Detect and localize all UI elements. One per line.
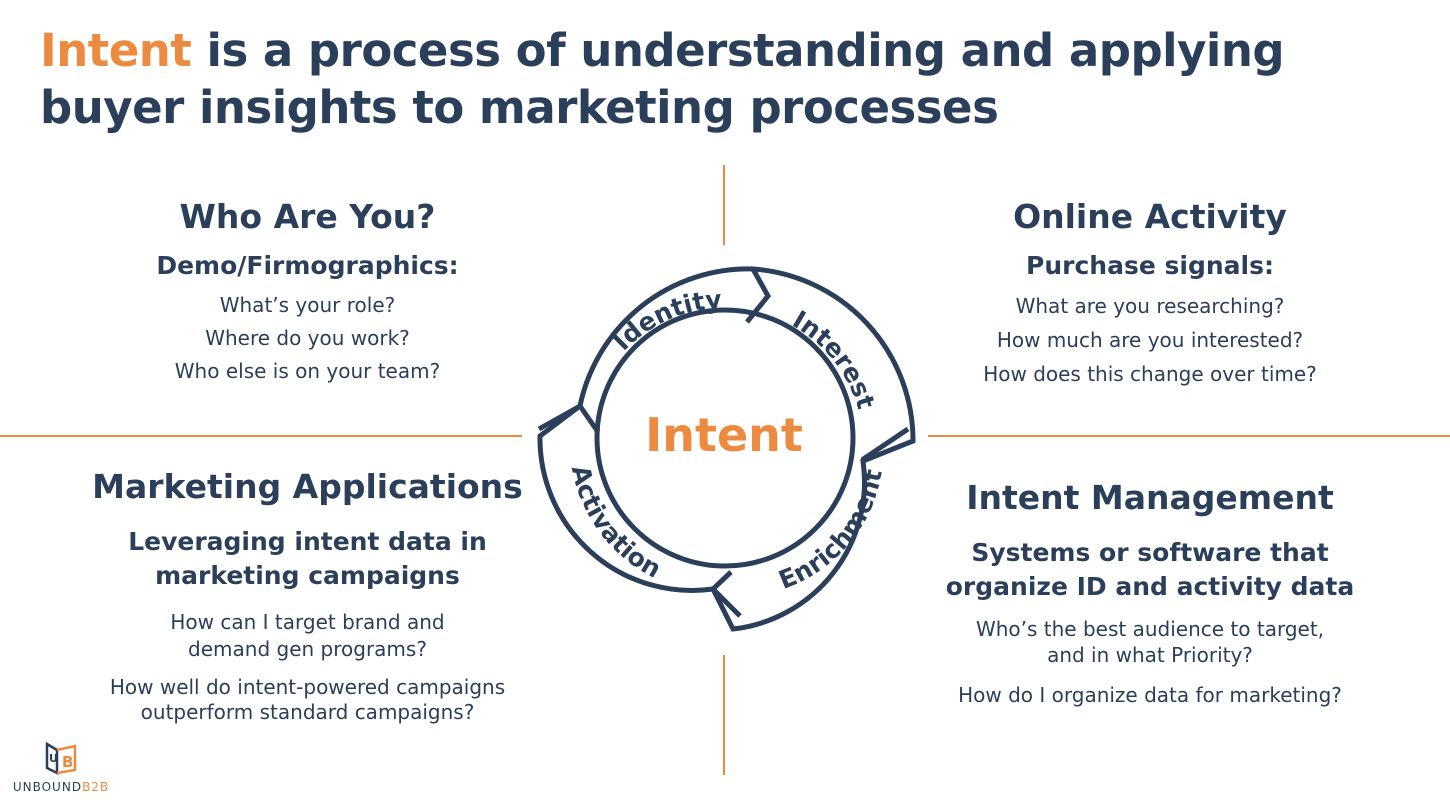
quadrant-subheading-line: Systems or software that (971, 538, 1329, 567)
divider-bottom-vertical (723, 655, 725, 775)
inner-ring (594, 307, 856, 569)
stage-label-activation: Activation (566, 462, 666, 583)
title-rest: is a process of understanding and applyi… (40, 24, 1285, 134)
unbound-b2b-logo-icon: B U (45, 741, 77, 776)
question-text: and in what Priority? (1047, 643, 1253, 667)
stage-label-identity: Identity (607, 285, 722, 356)
quadrant-subheading: Purchase signals: (1026, 251, 1274, 280)
quadrant-heading: Marketing Applications (92, 467, 523, 506)
question-text: How well do intent-powered campaigns (109, 675, 506, 699)
quadrant-subheading-line: Leveraging intent data in (128, 527, 487, 556)
divider-left-horizontal (0, 435, 522, 437)
unbound-b2b-logo: B U UNBOUNDB2B (6, 740, 116, 794)
question-text: Who else is on your team? (174, 359, 441, 383)
svg-text:B: B (62, 753, 73, 771)
quadrant-marketing-applications: Marketing Applications Leveraging intent… (70, 465, 545, 725)
page-title: Intent is a process of understanding and… (40, 22, 1430, 136)
question-text: outperform standard campaigns? (140, 700, 475, 724)
quadrant-intent-management: Intent Management Systems or software th… (915, 476, 1385, 708)
arrow-connector-activation-identity (537, 402, 601, 434)
arrow-connector-identity-interest (745, 267, 772, 324)
question-text: Who’s the best audience to target, (975, 617, 1325, 641)
quadrant-who-are-you: Who Are You? Demo/Firmographics: What’s … (110, 195, 505, 388)
divider-top-vertical (723, 165, 725, 245)
question-text: What are you researching? (1015, 294, 1285, 318)
question-text: How does this change over time? (983, 362, 1317, 386)
quadrant-subheading-line: organize ID and activity data (945, 572, 1355, 601)
question-text: demand gen programs? (188, 637, 427, 661)
quadrant-heading: Who Are You? (179, 197, 436, 236)
intent-cycle-diagram: Identity Interest Enrichment Activation … (537, 266, 916, 632)
question-text: Where do you work? (205, 326, 410, 350)
question-text: How can I target brand and (170, 610, 445, 634)
arrow-connector-interest-enrichment (860, 426, 910, 463)
divider-right-horizontal (928, 435, 1450, 437)
quadrant-heading: Intent Management (966, 478, 1334, 517)
quadrant-online-activity: Online Activity Purchase signals: What a… (945, 195, 1355, 391)
quadrant-heading: Online Activity (1013, 197, 1287, 236)
outer-ring (537, 266, 916, 632)
cycle-center-label: Intent (645, 408, 803, 462)
quadrant-subheading: Demo/Firmographics: (156, 251, 459, 280)
question-text: How much are you interested? (996, 328, 1304, 352)
quadrant-subheading-line: marketing campaigns (155, 561, 460, 590)
svg-text:U: U (49, 752, 58, 765)
question-text: How do I organize data for marketing? (958, 683, 1342, 707)
question-text: What’s your role? (219, 293, 396, 317)
arrow-connector-enrichment-activation (709, 570, 742, 618)
logo-wordmark: UNBOUNDB2B (12, 780, 110, 794)
title-accent: Intent (40, 24, 192, 77)
